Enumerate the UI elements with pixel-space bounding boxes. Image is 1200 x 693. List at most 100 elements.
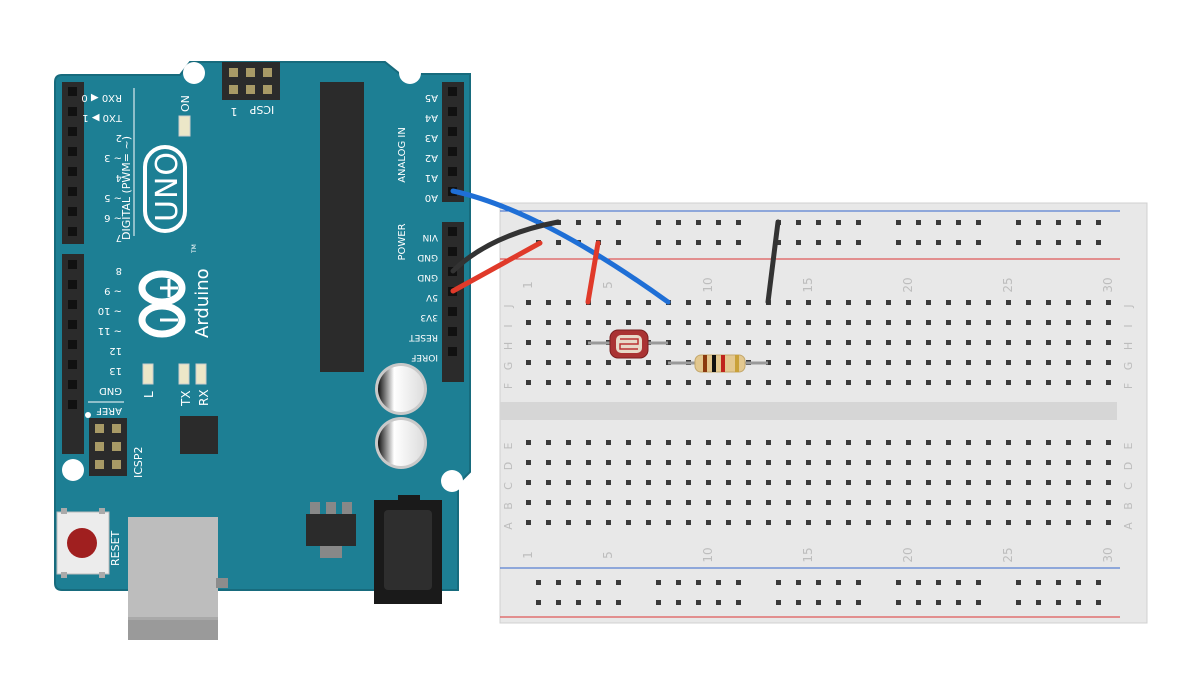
header-pin (68, 127, 77, 136)
breadboard-hole (546, 360, 551, 365)
breadboard-hole (1046, 480, 1051, 485)
breadboard-hole (1056, 240, 1061, 245)
arduino-logo (138, 270, 186, 338)
breadboard-hole (986, 340, 991, 345)
breadboard-hole (546, 460, 551, 465)
breadboard-hole (946, 360, 951, 365)
breadboard-hole (806, 300, 811, 305)
breadboard-hole (596, 600, 601, 605)
row-letter: F (502, 383, 515, 389)
breadboard-hole (726, 440, 731, 445)
breadboard-hole (606, 460, 611, 465)
breadboard-hole (766, 520, 771, 525)
header-pin (68, 107, 77, 116)
breadboard-hole (746, 520, 751, 525)
breadboard-hole (956, 580, 961, 585)
breadboard-hole (746, 480, 751, 485)
breadboard-hole (526, 460, 531, 465)
breadboard-hole (736, 240, 741, 245)
tx-led (178, 363, 190, 385)
breadboard-hole (786, 440, 791, 445)
breadboard-hole (1066, 520, 1071, 525)
breadboard-hole (836, 240, 841, 245)
breadboard-hole (556, 240, 561, 245)
breadboard-hole (976, 600, 981, 605)
breadboard-hole (1106, 460, 1111, 465)
breadboard-hole (1076, 580, 1081, 585)
header-pin (448, 107, 457, 116)
breadboard-hole (916, 220, 921, 225)
breadboard-hole (526, 440, 531, 445)
breadboard-hole (686, 320, 691, 325)
breadboard-hole (886, 520, 891, 525)
breadboard-hole (1056, 580, 1061, 585)
digital-pin-label: ~ 6 (104, 212, 122, 223)
breadboard-hole (796, 580, 801, 585)
breadboard-hole (566, 320, 571, 325)
breadboard-hole (566, 340, 571, 345)
breadboard-hole (696, 220, 701, 225)
breadboard-hole (606, 380, 611, 385)
breadboard-hole (1096, 240, 1101, 245)
breadboard-hole (1066, 480, 1071, 485)
breadboard-hole (906, 360, 911, 365)
mounting-hole (399, 62, 421, 84)
breadboard-hole (716, 600, 721, 605)
breadboard-hole (766, 380, 771, 385)
digital-pin-label: 2 (116, 132, 122, 143)
row-letter: D (1122, 462, 1135, 470)
breadboard-hole (626, 480, 631, 485)
breadboard-hole (576, 220, 581, 225)
breadboard-hole (606, 520, 611, 525)
breadboard-hole (726, 520, 731, 525)
breadboard-hole (806, 440, 811, 445)
header-pin (448, 307, 457, 316)
l-led (142, 363, 154, 385)
breadboard-hole (686, 480, 691, 485)
icsp2-label: ICSP2 (132, 446, 145, 478)
breadboard-hole (786, 300, 791, 305)
row-letter: A (1122, 522, 1135, 530)
mounting-hole (183, 62, 205, 84)
breadboard-hole (816, 600, 821, 605)
breadboard-hole (836, 600, 841, 605)
breadboard-hole (906, 500, 911, 505)
breadboard-hole (946, 520, 951, 525)
breadboard-hole (526, 300, 531, 305)
breadboard-hole (866, 500, 871, 505)
breadboard-hole (826, 460, 831, 465)
breadboard-hole (1026, 500, 1031, 505)
breadboard-hole (586, 500, 591, 505)
reset-button[interactable] (56, 508, 110, 578)
breadboard-hole (886, 380, 891, 385)
breadboard-hole (676, 220, 681, 225)
breadboard-hole (906, 440, 911, 445)
breadboard-hole (886, 500, 891, 505)
breadboard-hole (1016, 600, 1021, 605)
breadboard-hole (846, 300, 851, 305)
breadboard-hole (1106, 440, 1111, 445)
rx-led (195, 363, 207, 385)
breadboard-hole (926, 500, 931, 505)
breadboard-hole (546, 440, 551, 445)
resistor (668, 354, 768, 373)
header-pin (68, 207, 77, 216)
breadboard-hole (566, 480, 571, 485)
breadboard-hole (906, 460, 911, 465)
column-number: 15 (801, 547, 815, 562)
breadboard-hole (806, 480, 811, 485)
power-pin-label: IOREF (411, 352, 438, 362)
breadboard-hole (1046, 520, 1051, 525)
breadboard-hole (706, 340, 711, 345)
breadboard-hole (1006, 380, 1011, 385)
icsp-pin1-label: 1 (231, 105, 238, 118)
breadboard-hole (946, 300, 951, 305)
header-pin (68, 400, 77, 409)
breadboard-hole (526, 500, 531, 505)
breadboard-hole (986, 480, 991, 485)
photoresistor (588, 329, 668, 359)
breadboard-hole (1086, 440, 1091, 445)
digital-pin-label: 4 (116, 172, 122, 183)
breadboard-hole (546, 320, 551, 325)
breadboard-hole (546, 500, 551, 505)
